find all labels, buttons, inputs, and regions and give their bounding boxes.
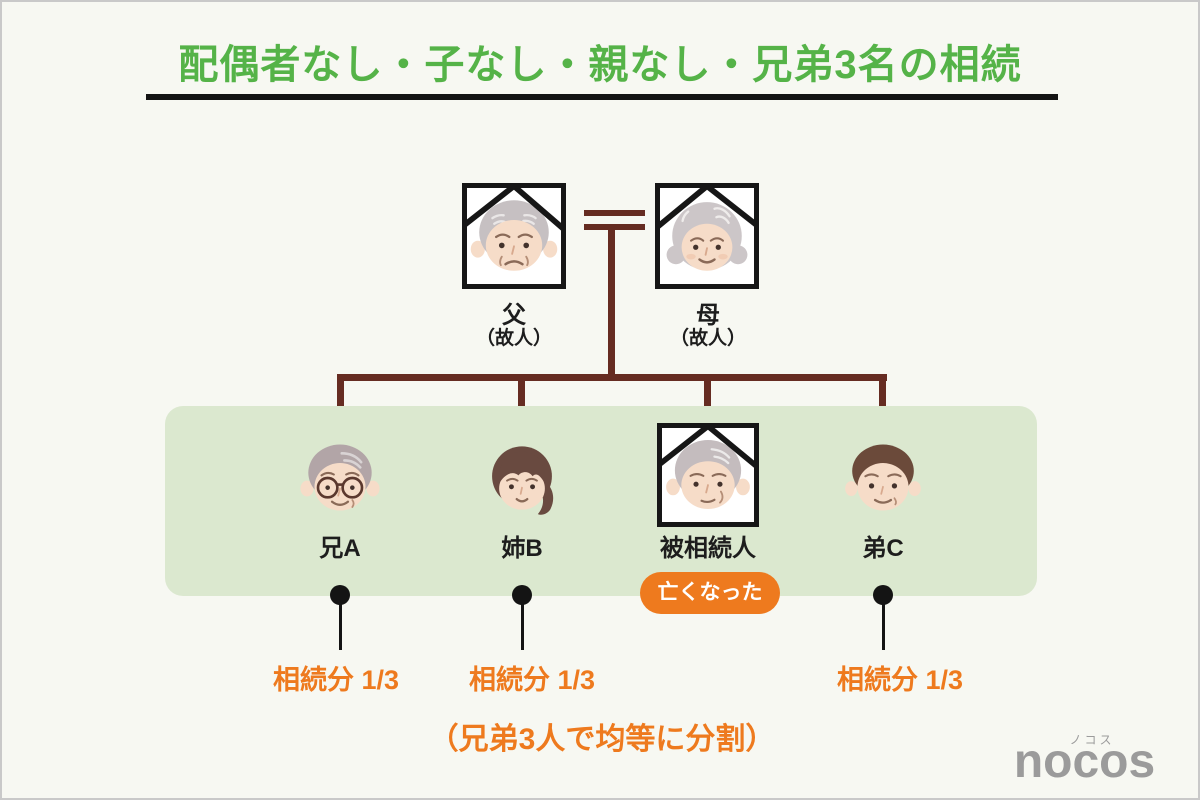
drop-line-sister-b [518, 374, 525, 418]
parents-to-children-line [608, 230, 615, 376]
share-dot-sister-b [512, 585, 532, 605]
father-status: （故人） [475, 328, 552, 349]
share-dot-brother-c [873, 585, 893, 605]
sister-b-label: 姉B [501, 535, 543, 562]
share-label-brother-c: 相続分 1/3 [836, 665, 964, 695]
drop-line-brother-c [879, 374, 886, 418]
brother-a-label: 兄A [319, 535, 361, 562]
drop-line-brother-a [337, 374, 344, 418]
marriage-line-top [584, 210, 645, 216]
deceased-badge: 亡くなった [640, 572, 780, 614]
decedent-label: 被相続人 [660, 535, 756, 562]
mother-label: 母 [696, 302, 720, 329]
sister-b-face-icon [478, 434, 566, 522]
memorial-ribbon-icon [662, 428, 754, 468]
equal-split-note: （兄弟3人で均等に分割） [428, 723, 776, 756]
mother-face-icon [666, 202, 748, 271]
father-label: 父 [502, 302, 526, 329]
brother-a-face-icon [296, 434, 384, 522]
memorial-ribbon-icon [467, 188, 561, 231]
nocos-logo: nocos [1013, 735, 1156, 788]
drop-line-decedent [704, 374, 711, 418]
decedent-memorial-frame [657, 423, 759, 527]
share-stem-brother-c [882, 602, 885, 650]
father-face-icon [470, 200, 558, 271]
memorial-ribbon-icon [660, 188, 754, 229]
marriage-line-bottom [584, 224, 645, 230]
share-stem-brother-a [339, 602, 342, 650]
share-label-sister-b: 相続分 1/3 [468, 665, 596, 695]
mother-status: （故人） [669, 328, 746, 349]
logo-furigana: ノコス [1069, 733, 1115, 747]
mother-memorial-frame [655, 183, 759, 289]
father-memorial-frame [462, 183, 566, 289]
brother-c-face-icon [839, 434, 927, 522]
share-label-brother-a: 相続分 1/3 [272, 665, 400, 695]
siblings-horizontal-line [337, 374, 887, 381]
brother-c-label: 弟C [862, 535, 904, 562]
title-underline [146, 94, 1058, 100]
decedent-face-icon [666, 440, 750, 510]
share-dot-brother-a [330, 585, 350, 605]
page-title: 配偶者なし・子なし・親なし・兄弟3名の相続 [178, 43, 1022, 87]
share-stem-sister-b [521, 602, 524, 650]
